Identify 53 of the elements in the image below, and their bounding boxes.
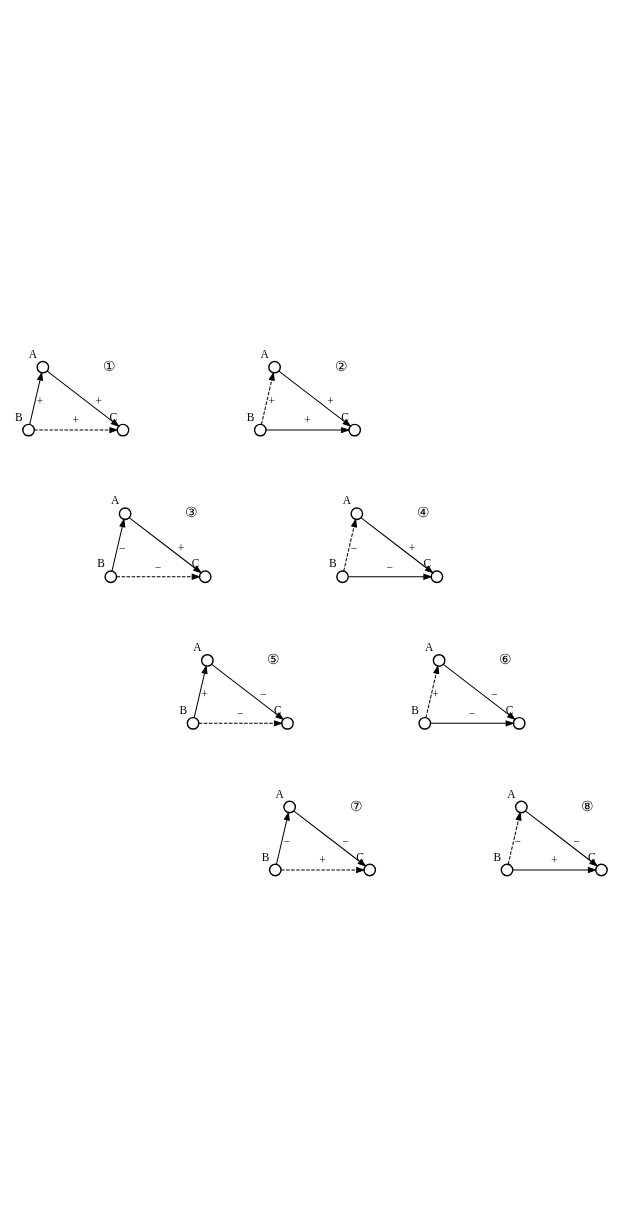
node-label: B [97,557,105,570]
node-label: A [260,347,269,360]
node-label: A [424,640,434,653]
edge-label: − [573,834,580,847]
edge-label: − [350,541,358,554]
edge-label: + [408,541,416,554]
edge-label: + [201,688,208,701]
edge-label: − [342,834,349,847]
node-label: C [191,557,200,570]
node-label: B [179,703,188,716]
edge-label: + [36,394,44,407]
node-label: B [493,850,502,863]
label: ③ [185,504,199,521]
node-label: C [587,850,596,863]
label: ⑤ [267,650,281,667]
edge-label: − [119,541,126,554]
node-label: A [507,787,516,800]
edge-label: − [259,688,267,701]
edge-label: + [319,854,326,867]
label: ① [102,357,116,374]
label: ④ [416,504,430,521]
label: ② [334,357,348,374]
node-label: A [342,494,351,507]
label: ⑦ [349,797,363,814]
edge-label: + [268,394,275,407]
node-label: A [110,494,120,507]
edge-label: + [177,541,185,554]
edge-label: + [327,394,334,407]
edge-label: − [154,560,162,573]
label: ⑧ [581,797,595,814]
edge-label: − [468,707,476,720]
label: ⑥ [499,650,513,667]
edge-label: + [432,688,439,701]
edge-label: − [237,707,244,720]
edge-label: − [386,560,393,573]
node-label: C [341,410,349,423]
edge-label: − [490,688,498,701]
node-label: A [28,347,37,360]
node-label: A [275,787,284,800]
node-label: B [329,557,337,570]
edge-label: + [304,414,311,427]
node-label: B [15,410,23,423]
edge-label: + [72,414,79,427]
edge-label: − [514,834,521,847]
edge-label: + [551,854,558,867]
node-label: C [356,850,364,863]
node-label: B [261,850,270,863]
node-label: C [273,703,282,716]
node-label: B [411,703,419,716]
edge-label: − [283,834,290,847]
node-label: B [246,410,255,423]
edge-label: + [95,394,102,407]
node-label: A [193,640,202,653]
